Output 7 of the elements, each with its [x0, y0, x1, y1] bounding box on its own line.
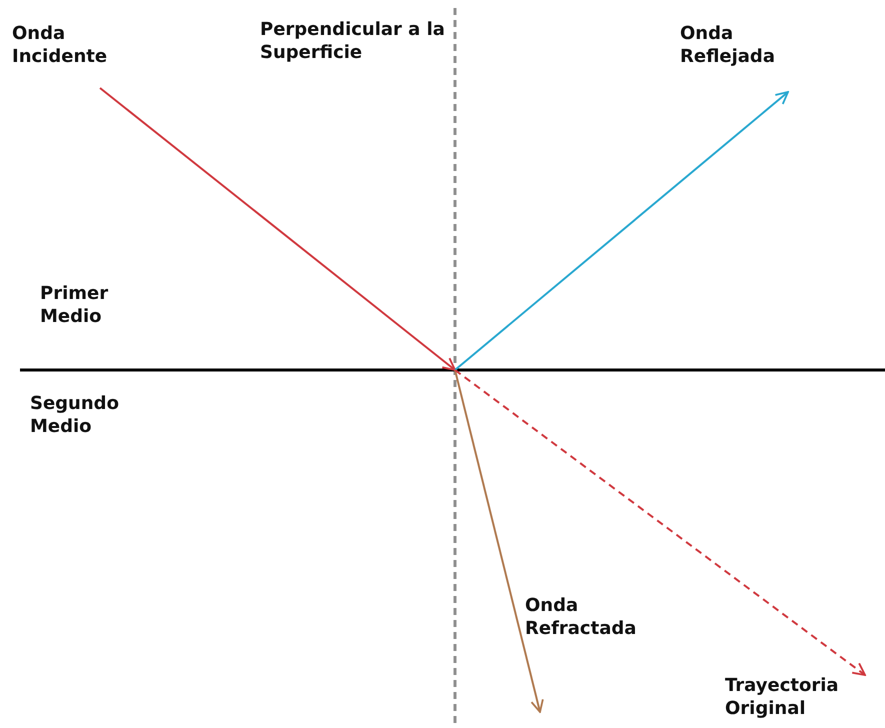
- ray-label: Onda Incidente: [12, 22, 108, 68]
- medium-label: Segundo Medio: [30, 392, 120, 438]
- ray-label: Onda Reflejada: [680, 22, 776, 68]
- medium-label: Primer Medio: [40, 282, 110, 328]
- ray-label: Trayectoria Original: [725, 674, 840, 720]
- normal-label: Perpendicular a la Superficie: [260, 18, 446, 64]
- ray-label: Onda Refractada: [525, 594, 638, 640]
